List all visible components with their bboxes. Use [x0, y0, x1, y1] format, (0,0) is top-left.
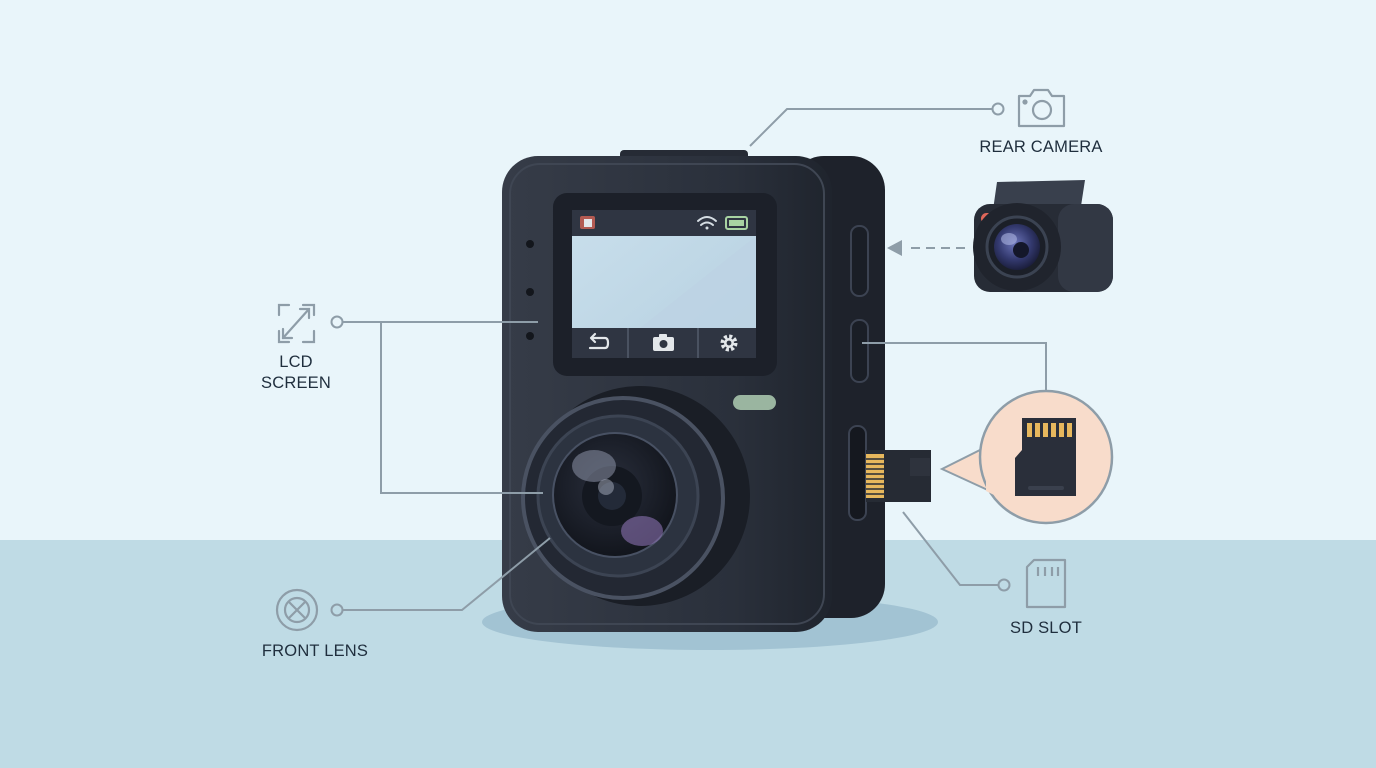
battery-icon — [725, 216, 748, 230]
lcd-screen-label: LCD SCREEN — [248, 352, 344, 394]
leader-lines — [330, 102, 1047, 617]
sd-slot-leader — [902, 511, 998, 586]
wifi-icon — [697, 216, 717, 230]
mic-hole — [526, 288, 534, 296]
rear-camera-device — [973, 180, 1113, 292]
inserted-sd-card — [866, 450, 931, 502]
rear-camera-label: REAR CAMERA — [979, 138, 1103, 156]
side-button-bottom[interactable] — [850, 319, 869, 383]
camera-icon[interactable] — [653, 334, 674, 351]
sd-card-slot — [848, 425, 867, 521]
sd-slot-label: SD SLOT — [1009, 619, 1082, 637]
back-icon[interactable] — [588, 332, 610, 350]
sd-callout-leader — [862, 342, 1047, 391]
side-button-top[interactable] — [850, 225, 869, 297]
status-led — [733, 395, 776, 410]
micro-sd-card-icon — [1015, 418, 1076, 496]
front-lens — [521, 386, 750, 606]
rear-camera-leader — [749, 108, 992, 147]
lcd-screen — [572, 210, 756, 358]
device-body-edge — [509, 163, 825, 625]
expand-arrows-icon — [277, 303, 316, 344]
dash-camera-device — [502, 150, 931, 632]
lens-icon — [275, 588, 319, 632]
lcd-screen-label-line1: LCD — [279, 353, 313, 371]
front-lens-label: FRONT LENS — [261, 642, 369, 660]
rear-camera-connector-arrow — [887, 240, 965, 256]
sd-card-callout — [939, 389, 1114, 525]
sd-card-icon — [1025, 558, 1067, 609]
lcd-screen-leader-branch — [380, 322, 543, 494]
lcd-status-bar — [572, 210, 756, 236]
settings-icon[interactable] — [720, 334, 738, 352]
mic-hole — [526, 332, 534, 340]
front-lens-leader — [342, 537, 551, 611]
camera-icon — [1017, 88, 1066, 128]
lcd-screen-label-line2: SCREEN — [261, 374, 331, 392]
mic-hole — [526, 240, 534, 248]
